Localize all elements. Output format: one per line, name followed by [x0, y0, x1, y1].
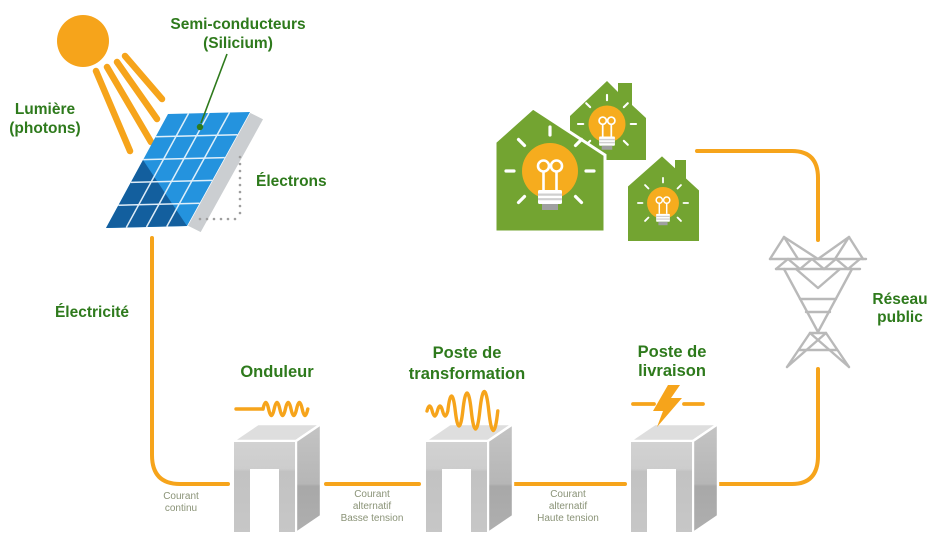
- lightning-bolt-icon: [631, 385, 705, 427]
- electricity-label: Électricité: [55, 304, 129, 321]
- station-title-delivery-line2: livraison: [638, 362, 706, 380]
- electricity-flow-wire: [150, 149, 820, 486]
- light-label-line2: (photons): [9, 120, 80, 137]
- connection-label-lv-line1: Courant: [354, 489, 390, 500]
- electrons-dotted-lines: [198, 155, 242, 221]
- house-large: [493, 106, 607, 234]
- house-small: [626, 153, 701, 243]
- delivery-building: [628, 422, 720, 535]
- connection-label-dc-line2: continu: [165, 503, 197, 514]
- sun-rays: [92, 52, 166, 155]
- connection-label-hv-line1: Courant: [550, 489, 586, 500]
- electrons-label: Électrons: [256, 173, 327, 190]
- connection-label-lv-line3: Basse tension: [341, 513, 404, 524]
- connection-label-lv-line2: alternatif: [353, 501, 392, 512]
- station-title-inverter: Onduleur: [240, 363, 314, 381]
- semiconductors-label-line2: (Silicium): [203, 35, 273, 52]
- house-medium: [570, 81, 646, 160]
- network-label-line1: Réseau: [872, 291, 927, 308]
- station-title-transformer-line1: Poste de: [433, 344, 502, 362]
- solar-panel-icon: [106, 111, 265, 234]
- station-title-delivery-line1: Poste de: [638, 343, 707, 361]
- network-label-line2: public: [877, 309, 923, 326]
- inverter-building: [231, 422, 323, 535]
- ac-sine-wave-icon: [234, 400, 310, 418]
- connection-label-hv-line3: Haute tension: [537, 513, 599, 524]
- connection-label-hv-line2: alternatif: [549, 501, 588, 512]
- connection-label-dc-line1: Courant: [163, 491, 199, 502]
- semiconductor-pointer-line: [196, 53, 228, 131]
- transformer-building: [423, 422, 515, 535]
- station-title-transformer-line2: transformation: [409, 365, 525, 383]
- sun-icon: [57, 15, 166, 155]
- semiconductors-label-line1: Semi-conducteurs: [170, 16, 305, 33]
- pylon-icon: [768, 235, 868, 369]
- amplified-wave-icon: [425, 389, 500, 433]
- light-label-line1: Lumière: [15, 101, 76, 118]
